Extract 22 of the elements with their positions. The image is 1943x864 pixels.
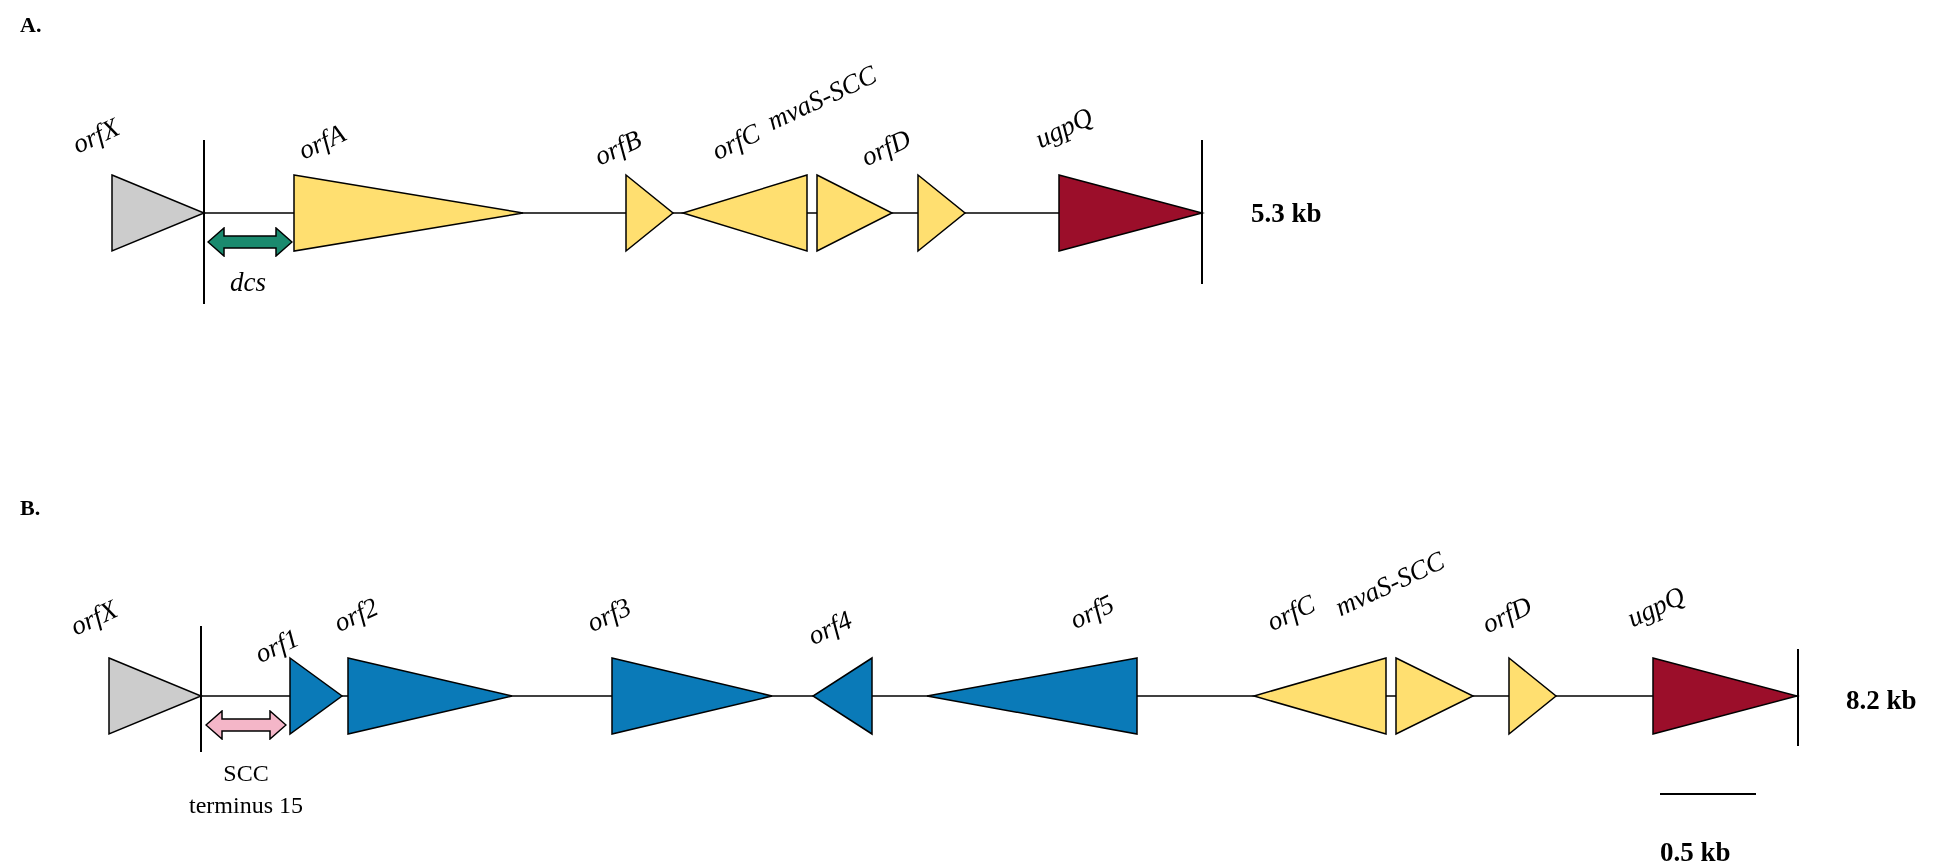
gene-label: orfD (1478, 592, 1536, 638)
gene-label: orf1 (250, 624, 304, 668)
length-label: 5.3 kb (1251, 199, 1322, 227)
gene-label: orfC (707, 119, 765, 165)
gene-label: orf2 (329, 593, 383, 637)
gene-label: orf4 (803, 606, 857, 650)
gene-label: orf5 (1065, 590, 1119, 634)
gene-label: orfX (68, 113, 124, 159)
gene-label: orfA (294, 119, 350, 165)
scale-label: 0.5 kb (1660, 838, 1731, 864)
gene-label: ugpQ (1623, 582, 1689, 632)
region-label: dcs (229, 266, 267, 299)
gene-label: orf3 (582, 593, 636, 637)
gene-label: orfC (1262, 590, 1320, 636)
length-label: 8.2 kb (1846, 686, 1917, 714)
gene-label: orfD (857, 125, 915, 171)
panel-label: A. (20, 14, 42, 36)
region-label: SCC terminus 15 (188, 759, 304, 821)
panel-label: B. (20, 497, 41, 519)
gene-label: ugpQ (1031, 103, 1097, 153)
gene-label: orfB (590, 125, 646, 171)
gene-label: orfX (66, 595, 122, 641)
